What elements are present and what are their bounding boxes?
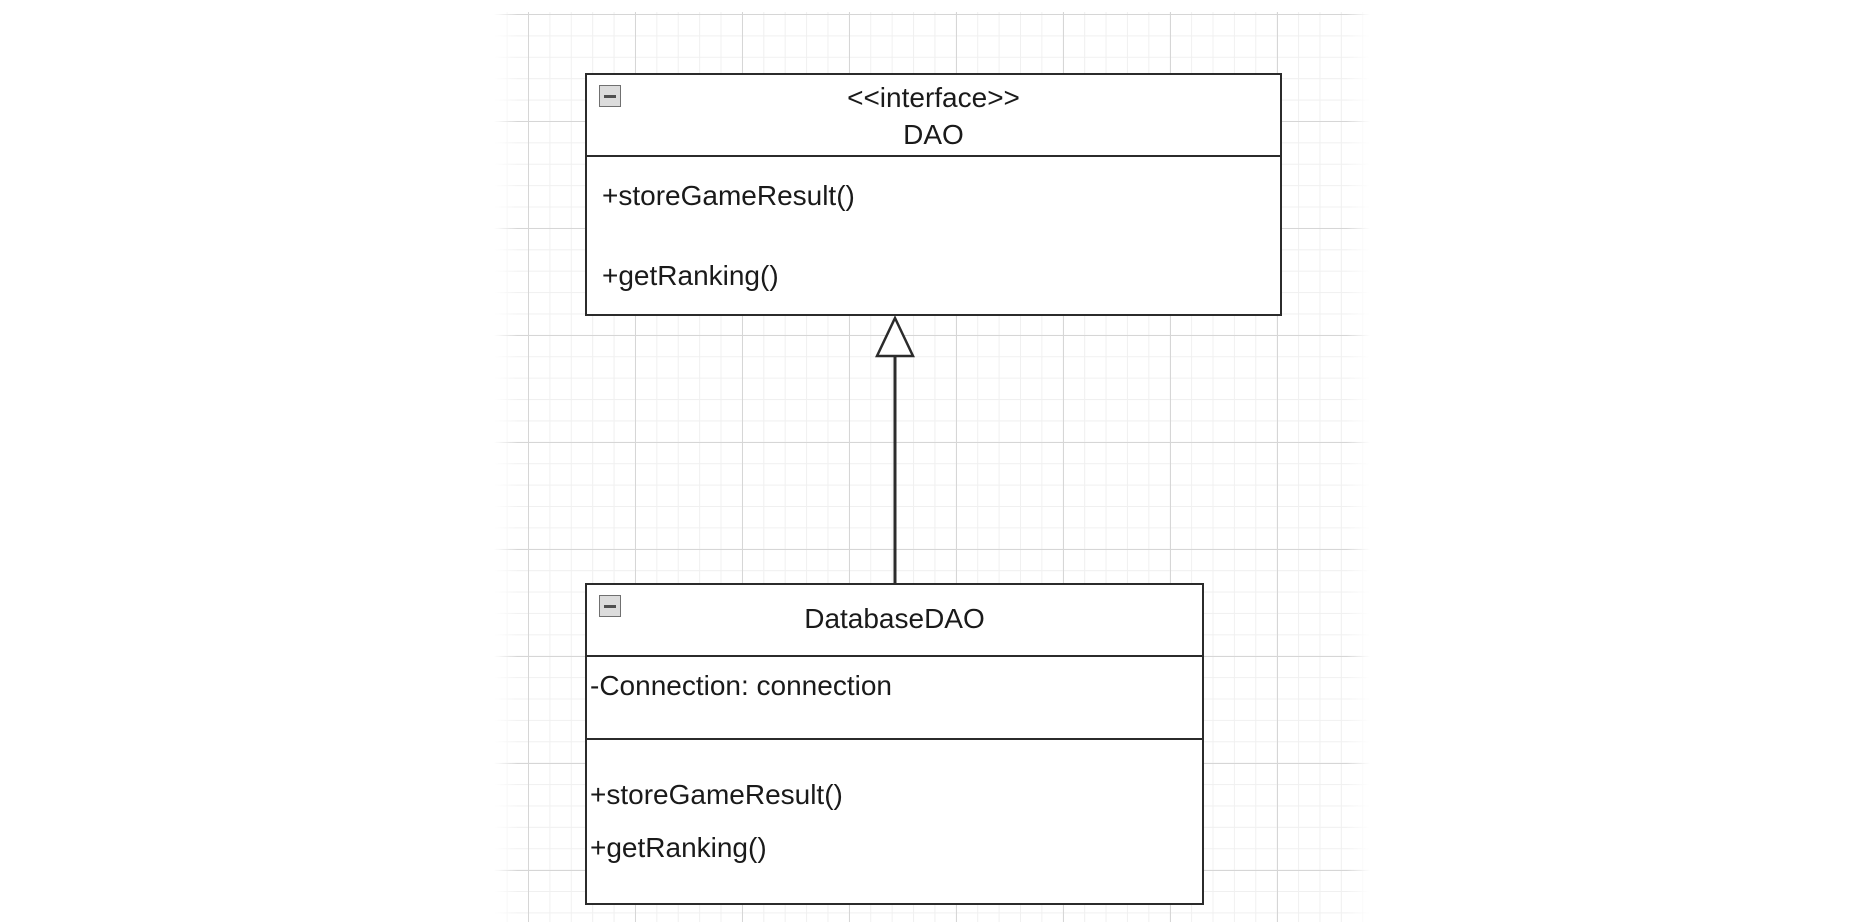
minus-box-icon[interactable]	[599, 85, 621, 107]
dao-class-header: <<interface>> DAO	[587, 75, 1280, 157]
databasedao-method[interactable]: +getRanking()	[590, 832, 767, 863]
databasedao-class-name: DatabaseDAO	[804, 603, 985, 634]
minus-box-icon[interactable]	[599, 595, 621, 617]
dao-methods-compartment: +storeGameResult() +getRanking()	[587, 157, 1280, 293]
databasedao-class[interactable]: DatabaseDAO -Connection: connection +sto…	[585, 583, 1204, 905]
dao-method[interactable]: +storeGameResult()	[602, 180, 855, 211]
databasedao-attributes-compartment: -Connection: connection	[587, 657, 1202, 740]
databasedao-method[interactable]: +storeGameResult()	[590, 779, 843, 810]
dao-class-name: DAO	[903, 119, 964, 150]
databasedao-attribute[interactable]: -Connection: connection	[590, 670, 892, 701]
databasedao-methods-compartment: +storeGameResult() +getRanking()	[587, 740, 1202, 865]
interface-stereotype: <<interface>>	[847, 82, 1020, 113]
dao-interface-class[interactable]: <<interface>> DAO +storeGameResult() +ge…	[585, 73, 1282, 316]
databasedao-class-header: DatabaseDAO	[587, 585, 1202, 657]
dao-method[interactable]: +getRanking()	[602, 260, 779, 291]
